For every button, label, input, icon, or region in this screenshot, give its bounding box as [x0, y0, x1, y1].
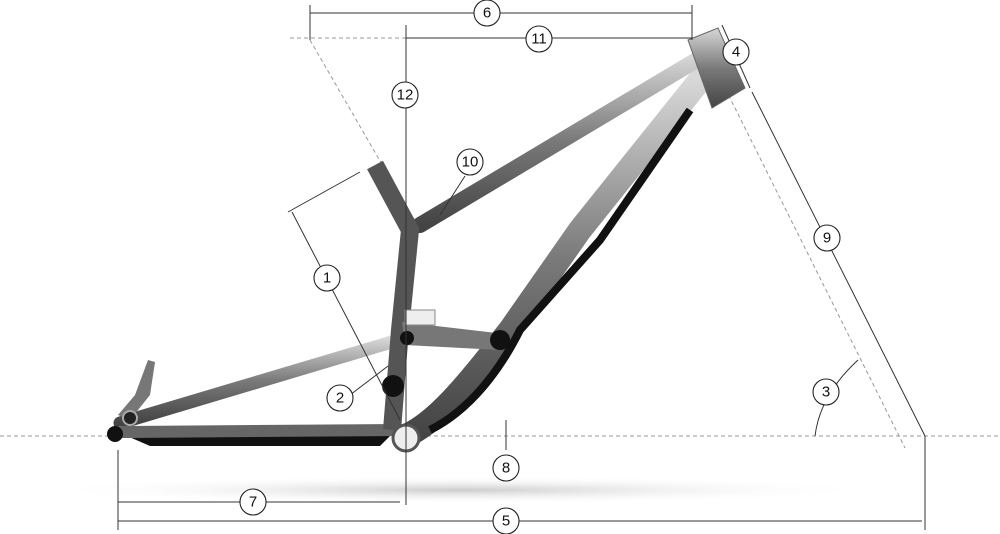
svg-text:6: 6 — [483, 5, 491, 22]
down-tube-guard — [428, 107, 694, 434]
main-pivot — [382, 375, 404, 397]
svg-text:1: 1 — [323, 270, 331, 287]
dimension-lines — [117, 5, 926, 530]
seatstay-pivot — [122, 410, 138, 426]
rocker-plate — [404, 309, 436, 326]
svg-text:8: 8 — [502, 460, 510, 477]
chainstay — [114, 424, 406, 438]
rear-axle — [107, 426, 123, 442]
label-4: 4 — [722, 38, 750, 66]
leader-2 — [349, 365, 389, 396]
label-5: 5 — [492, 507, 520, 534]
label-7: 7 — [239, 488, 267, 516]
svg-text:10: 10 — [462, 154, 479, 171]
rocker-link — [402, 322, 505, 350]
dim-line-1 — [291, 211, 401, 421]
top-tube — [412, 47, 713, 233]
label-8: 8 — [492, 454, 520, 482]
ground-shadow — [40, 476, 880, 504]
svg-text:12: 12 — [397, 87, 414, 104]
svg-text:3: 3 — [822, 384, 830, 401]
leader-10 — [439, 175, 466, 216]
svg-text:4: 4 — [732, 44, 740, 61]
dropout-hanger — [118, 360, 155, 420]
label-9: 9 — [813, 224, 841, 252]
label-2: 2 — [326, 384, 354, 412]
shock-mount — [490, 330, 510, 350]
head-tube — [687, 27, 746, 109]
svg-text:7: 7 — [249, 494, 257, 511]
label-11: 11 — [525, 25, 553, 53]
svg-text:5: 5 — [502, 513, 510, 530]
svg-text:11: 11 — [531, 31, 547, 48]
steering-axis-line — [715, 69, 906, 449]
dim-ext-1 — [287, 171, 361, 213]
label-1: 1 — [313, 264, 341, 292]
svg-text:2: 2 — [336, 390, 344, 407]
down-tube — [394, 68, 712, 448]
rocker-pivot — [400, 331, 414, 345]
label-12: 12 — [391, 81, 419, 109]
dim-line-9 — [751, 91, 926, 437]
label-6: 6 — [473, 0, 501, 27]
bike-frame — [107, 27, 746, 453]
svg-text:9: 9 — [823, 230, 831, 247]
label-3: 3 — [812, 378, 840, 406]
seatstay — [113, 331, 412, 430]
label-10: 10 — [456, 148, 484, 176]
